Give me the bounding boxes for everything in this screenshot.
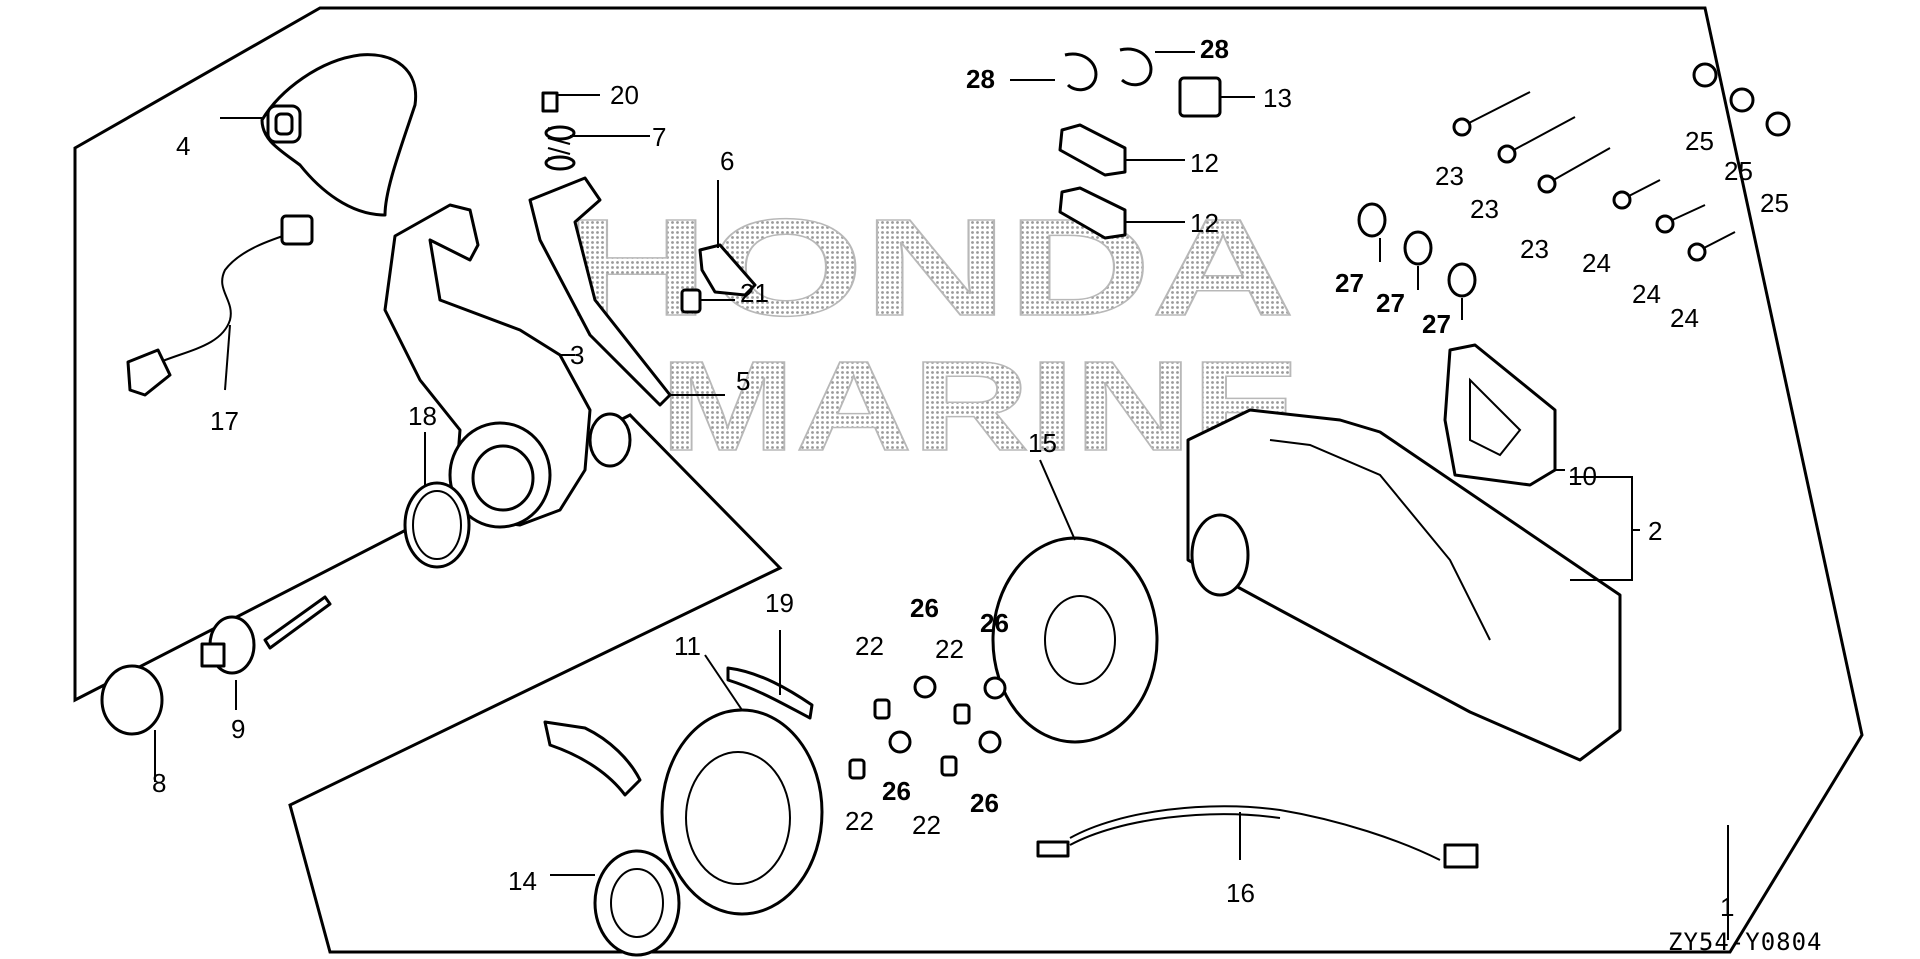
part-17-switch-wire xyxy=(126,214,314,397)
diagram-code: ZY54-Y0804 xyxy=(1668,928,1823,956)
callout-22a: 22 xyxy=(855,631,884,661)
callout-7: 7 xyxy=(652,122,666,152)
callout-26b: 26 xyxy=(980,608,1009,638)
callout-labels: 1 2 3 4 5 6 7 8 9 10 11 12 12 13 14 15 1… xyxy=(152,34,1789,922)
callout-18: 18 xyxy=(408,401,437,431)
callout-28b: 28 xyxy=(1200,34,1229,64)
part-4-lever-grip xyxy=(260,53,418,217)
part-18-o-ring xyxy=(403,481,471,569)
callout-22d: 22 xyxy=(912,810,941,840)
callout-26c: 26 xyxy=(882,776,911,806)
callout-13: 13 xyxy=(1263,83,1292,113)
part-28-clips xyxy=(1064,47,1153,92)
part-3-control-lever xyxy=(383,203,632,529)
callout-25b: 25 xyxy=(1724,156,1753,186)
part-13-block xyxy=(1178,76,1222,118)
part-11-housing-ring xyxy=(660,708,824,916)
leader-lines xyxy=(154,51,1729,940)
callout-11: 11 xyxy=(674,631,701,661)
callout-16: 16 xyxy=(1226,878,1255,908)
callout-8: 8 xyxy=(152,768,166,798)
callout-27a: 27 xyxy=(1335,268,1364,298)
part-9-shaft xyxy=(200,595,332,675)
callout-21: 21 xyxy=(740,278,769,308)
watermark: HONDA MARINE xyxy=(564,190,1301,479)
part-2-control-box xyxy=(1186,408,1622,762)
callout-14: 14 xyxy=(508,866,537,896)
part-20-screw xyxy=(541,91,559,113)
callout-1: 1 xyxy=(1720,892,1734,922)
part-14-ring-clip xyxy=(593,849,681,957)
part-8-cap xyxy=(100,664,164,736)
callout-28a: 28 xyxy=(966,64,995,94)
callout-24a: 24 xyxy=(1582,248,1611,278)
part-27-washers xyxy=(1357,202,1477,298)
screws-and-washers xyxy=(848,675,1007,780)
callout-2: 2 xyxy=(1648,516,1662,546)
part-5-release-bar xyxy=(528,176,672,407)
callout-9: 9 xyxy=(231,714,245,744)
callout-15: 15 xyxy=(1028,428,1057,458)
part-15-plate xyxy=(991,536,1159,744)
part-24-short-screws xyxy=(1612,179,1736,262)
callout-22b: 22 xyxy=(935,634,964,664)
callout-3: 3 xyxy=(570,340,584,370)
callout-22c: 22 xyxy=(845,806,874,836)
callout-26d: 26 xyxy=(970,788,999,818)
callout-12a: 12 xyxy=(1190,148,1219,178)
part-7-spring xyxy=(544,125,576,171)
callout-5: 5 xyxy=(736,366,750,396)
part-16-wire-harness xyxy=(1036,805,1479,869)
callout-24b: 24 xyxy=(1632,279,1661,309)
watermark-line1: HONDA xyxy=(565,191,1295,345)
callout-6: 6 xyxy=(720,146,734,176)
callout-25a: 25 xyxy=(1685,126,1714,156)
part-23-long-screws xyxy=(1452,91,1611,194)
callout-27c: 27 xyxy=(1422,309,1451,339)
callout-20: 20 xyxy=(610,80,639,110)
callout-23b: 23 xyxy=(1470,194,1499,224)
callout-23c: 23 xyxy=(1520,234,1549,264)
callout-19: 19 xyxy=(765,588,794,618)
part-25-nuts xyxy=(1692,62,1791,137)
callout-4: 4 xyxy=(176,131,190,161)
callout-24c: 24 xyxy=(1670,303,1699,333)
callout-26a: 26 xyxy=(910,593,939,623)
part-12-brackets xyxy=(1058,123,1127,240)
callout-10: 10 xyxy=(1568,461,1597,491)
part-10-gasket xyxy=(1443,343,1557,487)
callout-27b: 27 xyxy=(1376,288,1405,318)
part-21-bolt xyxy=(680,288,702,314)
callout-25c: 25 xyxy=(1760,188,1789,218)
callout-17: 17 xyxy=(210,406,239,436)
curved-plate-piece xyxy=(543,720,642,797)
callout-12b: 12 xyxy=(1190,208,1219,238)
part-19-strip xyxy=(726,666,814,720)
callout-23a: 23 xyxy=(1435,161,1464,191)
part-6-plate xyxy=(698,243,757,297)
